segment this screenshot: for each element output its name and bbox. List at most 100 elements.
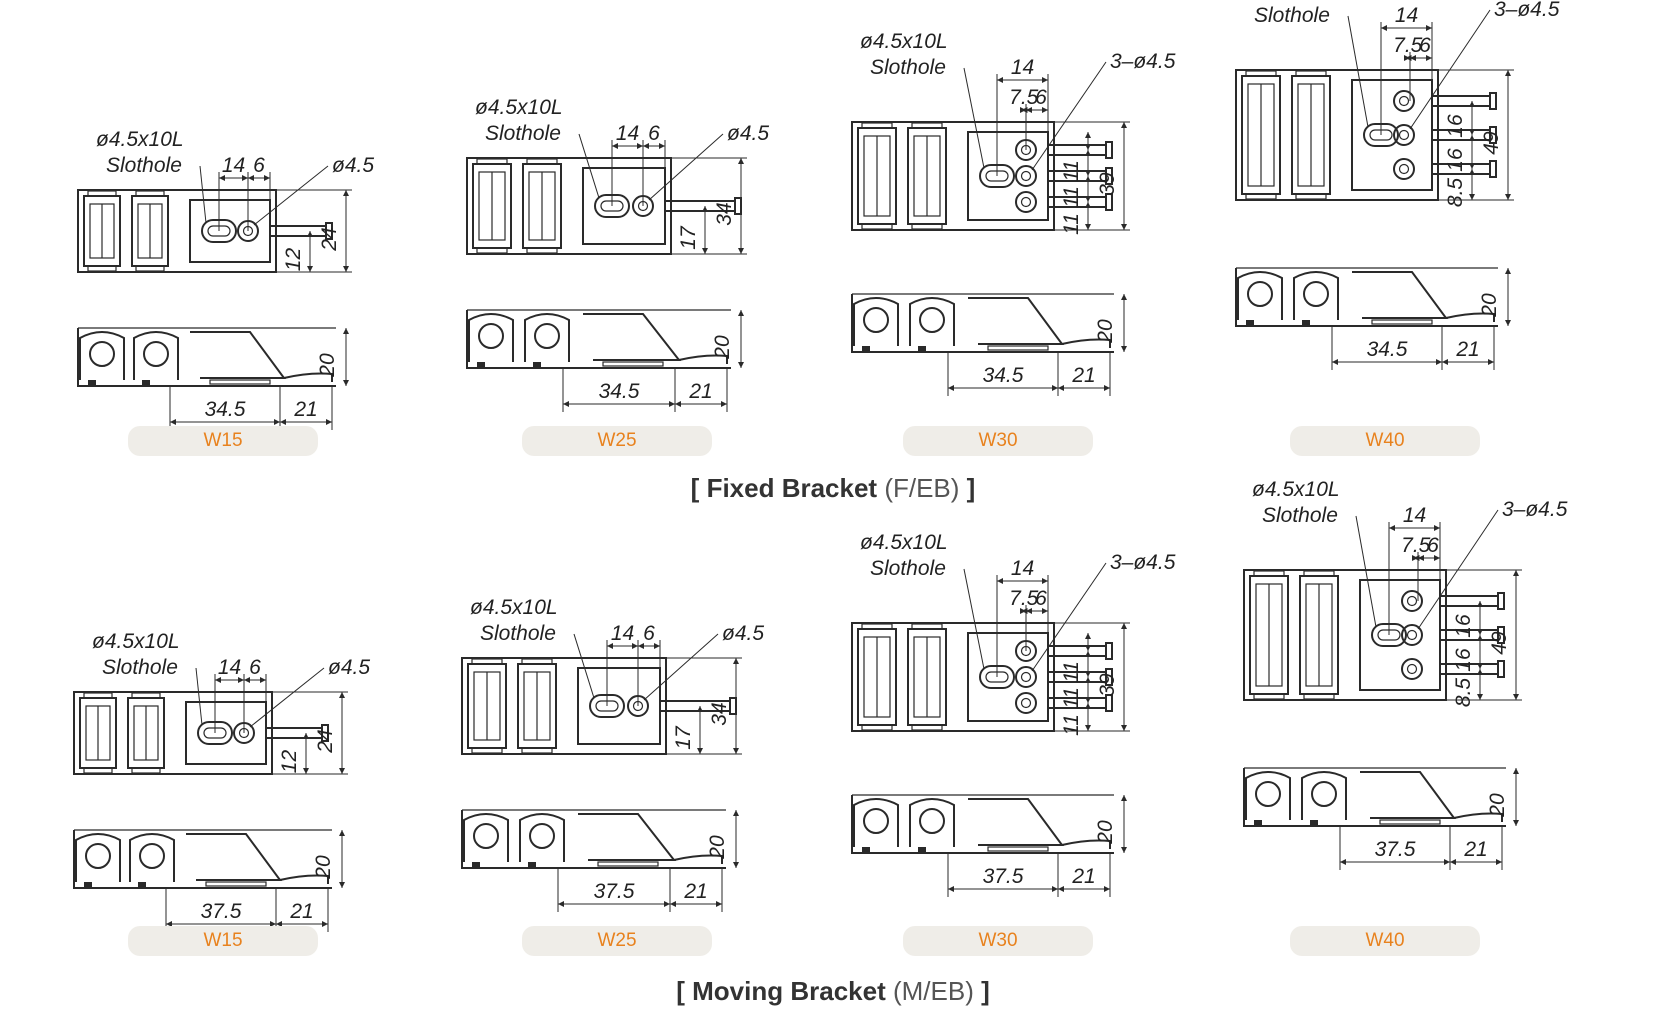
arrowhead: [343, 266, 349, 272]
bracket-tongue: [1445, 312, 1495, 322]
arrowhead: [1412, 555, 1418, 561]
arrowhead: [1085, 196, 1091, 202]
bracket-wedge: [186, 833, 282, 881]
dimension-label: 20: [1486, 793, 1509, 818]
bolt-head: [1105, 668, 1113, 686]
mount-hole: [1393, 158, 1415, 180]
mount-hole: [1393, 90, 1415, 112]
leader-line: [1031, 562, 1107, 672]
arrowhead: [1513, 570, 1519, 576]
arrowhead: [1121, 725, 1127, 731]
arrowhead: [733, 748, 739, 754]
bolt-head: [1105, 694, 1113, 712]
arrowhead: [702, 248, 708, 254]
arrowhead: [264, 175, 270, 181]
arrowhead: [1469, 129, 1475, 135]
arrowhead: [170, 419, 176, 425]
chain-link-tab: [87, 265, 117, 272]
arrowhead: [1058, 385, 1064, 391]
chain-link-tab: [135, 190, 165, 197]
chain-link-tab: [1295, 193, 1327, 200]
dimension-label: 21: [289, 900, 313, 923]
arrowhead: [1381, 25, 1387, 31]
arrowhead: [322, 921, 328, 927]
mount-hole-inner: [1020, 671, 1032, 683]
dimension-label: 14: [1395, 4, 1418, 27]
dimension-label: 21: [293, 398, 317, 421]
title-open-bracket: [: [690, 473, 700, 503]
bracket-plate: [189, 199, 271, 263]
title-main: Moving Bracket: [692, 976, 886, 1006]
arrowhead: [733, 862, 739, 868]
dimension-label: 7.5: [1401, 534, 1431, 557]
dimension-label: 16: [1444, 148, 1467, 172]
dimension-label: 24: [314, 729, 337, 753]
arrowhead: [1085, 725, 1091, 731]
link-lobe: [1293, 271, 1339, 320]
bolt-head: [1497, 592, 1505, 610]
fixed-bracket-title: [ Fixed Bracket (F/EB) ]: [0, 473, 1666, 504]
chain-link-tab: [87, 190, 117, 197]
plan-view-outline: [77, 189, 277, 273]
arrowhead: [1121, 623, 1127, 629]
arrowhead: [716, 901, 722, 907]
link-pivot: [1303, 281, 1329, 307]
model-badge-moving-w40: W40: [1290, 926, 1480, 956]
link-pivot: [919, 808, 945, 834]
arrowhead: [280, 419, 286, 425]
dimension-label: 14: [1011, 557, 1034, 580]
bracket-tongue: [673, 854, 723, 864]
mount-hole-inner: [1398, 129, 1410, 141]
chain-link-tab: [1253, 570, 1285, 577]
mount-hole: [1401, 590, 1423, 612]
dimension-label: 49: [1488, 631, 1511, 655]
chain-link-tab: [83, 692, 113, 699]
leader-line: [643, 633, 719, 701]
dimension-label: 34.5: [205, 398, 246, 421]
arrowhead: [1085, 697, 1091, 703]
arrowhead: [215, 677, 221, 683]
arrowhead: [733, 658, 739, 664]
dimension-label: 24: [318, 227, 341, 251]
hole-note: ø4.5: [332, 154, 374, 177]
dimension-label: 11: [1060, 714, 1083, 736]
arrowhead: [270, 921, 276, 927]
arrowhead: [219, 175, 225, 181]
mount-hole-inner: [1020, 170, 1032, 182]
side-view-outline: [77, 328, 336, 387]
chain-link-tab: [131, 767, 161, 774]
mount-hole: [1401, 624, 1423, 646]
link-lobe: [79, 331, 125, 380]
link-lobe: [463, 813, 509, 862]
arrowhead: [1469, 194, 1475, 200]
bracket-tongue: [1453, 812, 1503, 822]
arrowhead: [1042, 578, 1048, 584]
chain-link-tab: [911, 122, 943, 129]
plan-view-outline: [461, 657, 667, 755]
arrowhead: [1085, 150, 1091, 156]
link-pivot: [1247, 281, 1273, 307]
arrowhead: [1469, 135, 1475, 141]
side-view-outline: [851, 294, 1114, 353]
chain-link-tab: [861, 623, 893, 630]
arrowhead: [733, 810, 739, 816]
chain-link-tab: [476, 158, 508, 165]
arrowhead: [238, 677, 244, 683]
arrowhead: [670, 901, 676, 907]
slot-note: ø4.5x10L: [92, 630, 180, 653]
base-plate: [209, 379, 271, 385]
hole-note: ø4.5: [722, 622, 764, 645]
link-lobe: [1237, 271, 1283, 320]
plan-view-outline: [851, 121, 1055, 231]
dimension-label: 14: [1403, 504, 1426, 527]
link-foot: [1310, 820, 1318, 826]
bolt-head: [1489, 126, 1497, 144]
chain-link-tab: [861, 122, 893, 129]
mount-hole: [1393, 124, 1415, 146]
dimension-label: 37.5: [594, 880, 635, 903]
dimension-label: 6: [1035, 587, 1047, 610]
moving-bracket-title: [ Moving Bracket (M/EB) ]: [0, 976, 1666, 1007]
leader-line: [199, 165, 207, 224]
leader-line: [963, 67, 985, 169]
arrowhead: [1496, 859, 1502, 865]
